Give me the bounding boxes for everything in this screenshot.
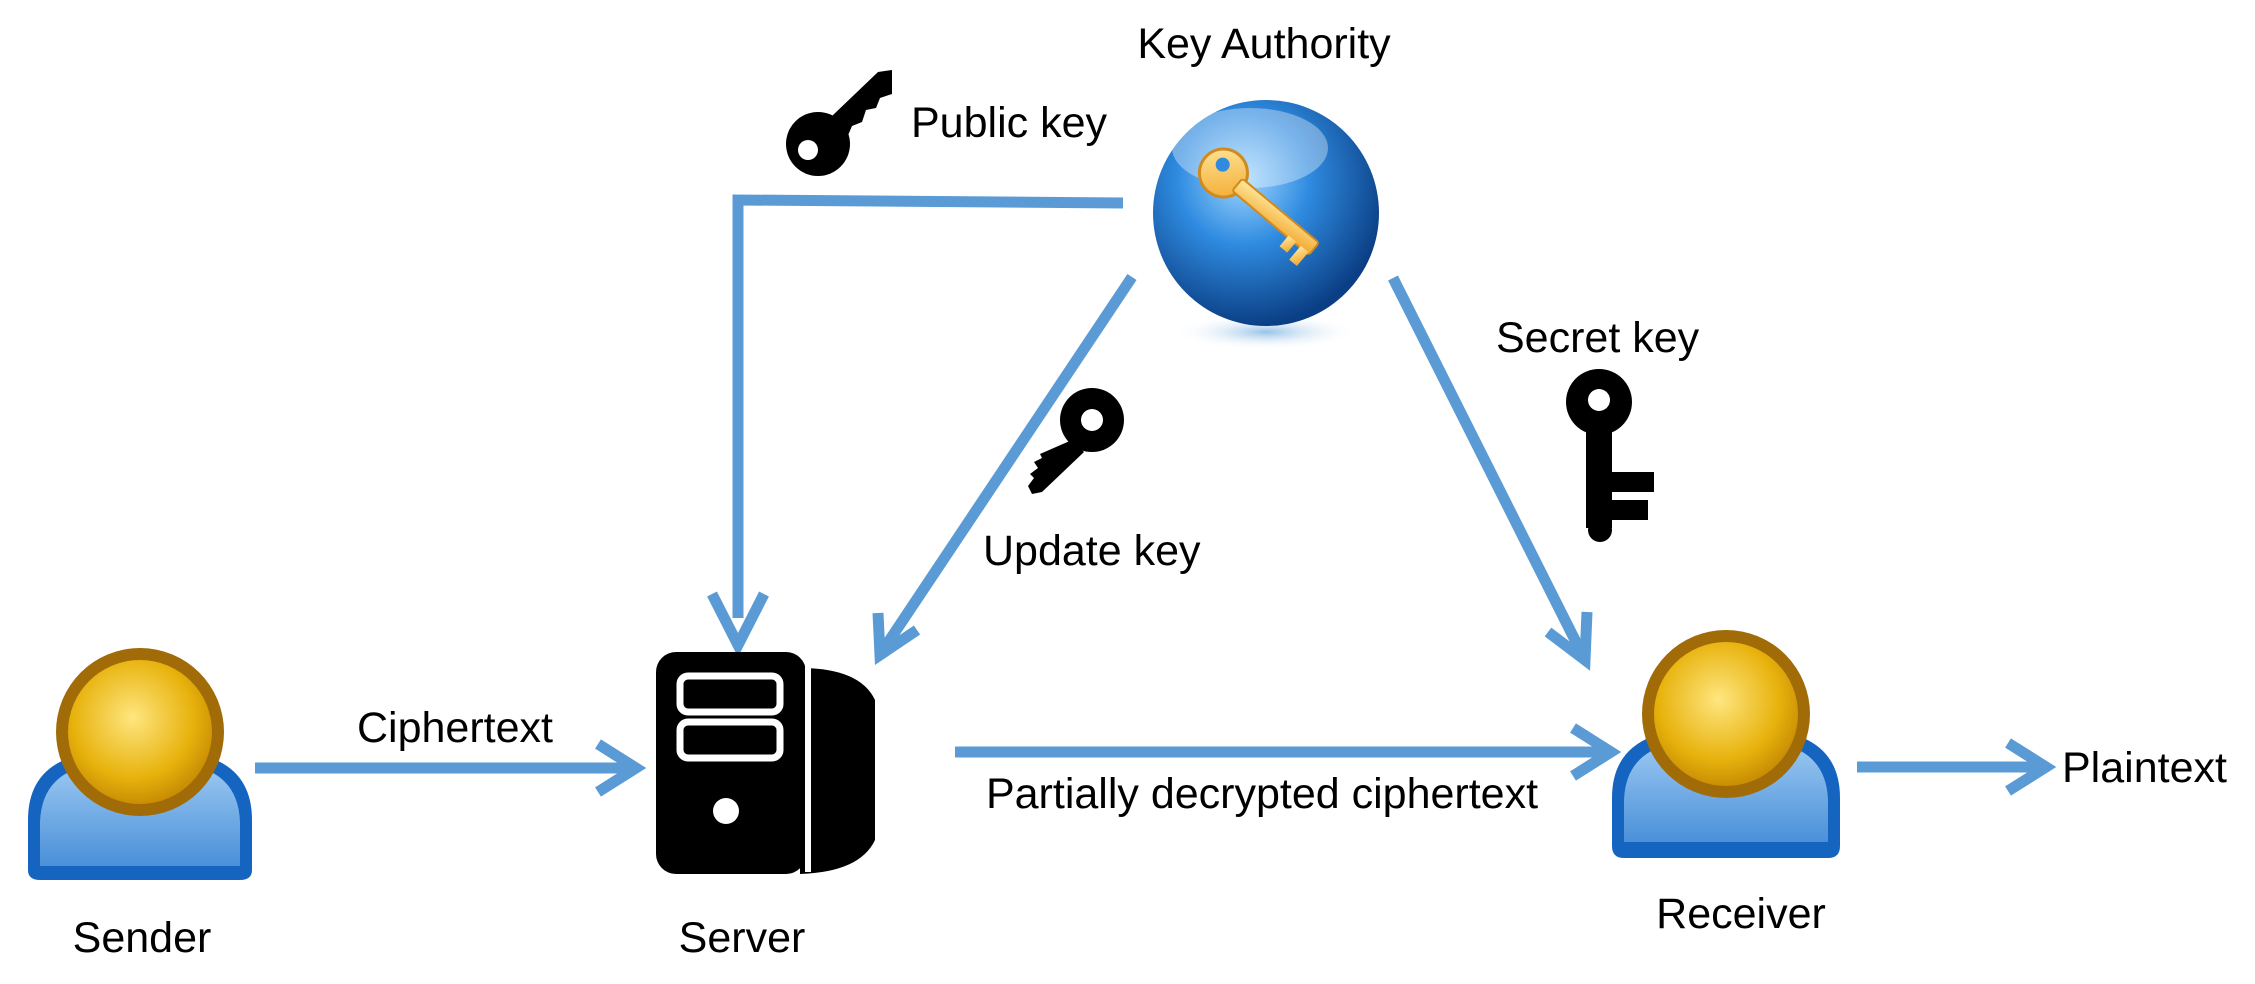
arrow-secret-key xyxy=(1388,275,1593,671)
secret-key-icon xyxy=(1566,369,1654,542)
plaintext-label: Plaintext xyxy=(2062,744,2227,792)
arrow-plaintext xyxy=(1857,738,2057,796)
key-authority-sphere-icon xyxy=(1153,100,1379,350)
receiver-label: Receiver xyxy=(1656,890,1826,938)
sender-user-icon xyxy=(28,648,252,880)
server-icon xyxy=(656,652,875,874)
update-key-icon xyxy=(1028,388,1124,494)
public-key-icon xyxy=(786,70,892,176)
update-key-label: Update key xyxy=(983,527,1201,575)
arrow-partially-decrypted xyxy=(955,723,1622,781)
golden-key-icon xyxy=(1197,147,1319,267)
sender-label: Sender xyxy=(73,914,212,962)
arrow-public-key xyxy=(707,194,1124,658)
key-authority-label: Key Authority xyxy=(1137,20,1391,68)
server-label: Server xyxy=(679,914,806,962)
arrow-ciphertext xyxy=(255,739,647,797)
partially-decrypted-label: Partially decrypted ciphertext xyxy=(986,770,1538,818)
arrow-update-key xyxy=(872,273,1137,666)
secret-key-label: Secret key xyxy=(1496,314,1700,362)
public-key-label: Public key xyxy=(911,99,1107,147)
receiver-user-icon xyxy=(1612,630,1840,858)
ciphertext-label: Ciphertext xyxy=(357,704,553,752)
